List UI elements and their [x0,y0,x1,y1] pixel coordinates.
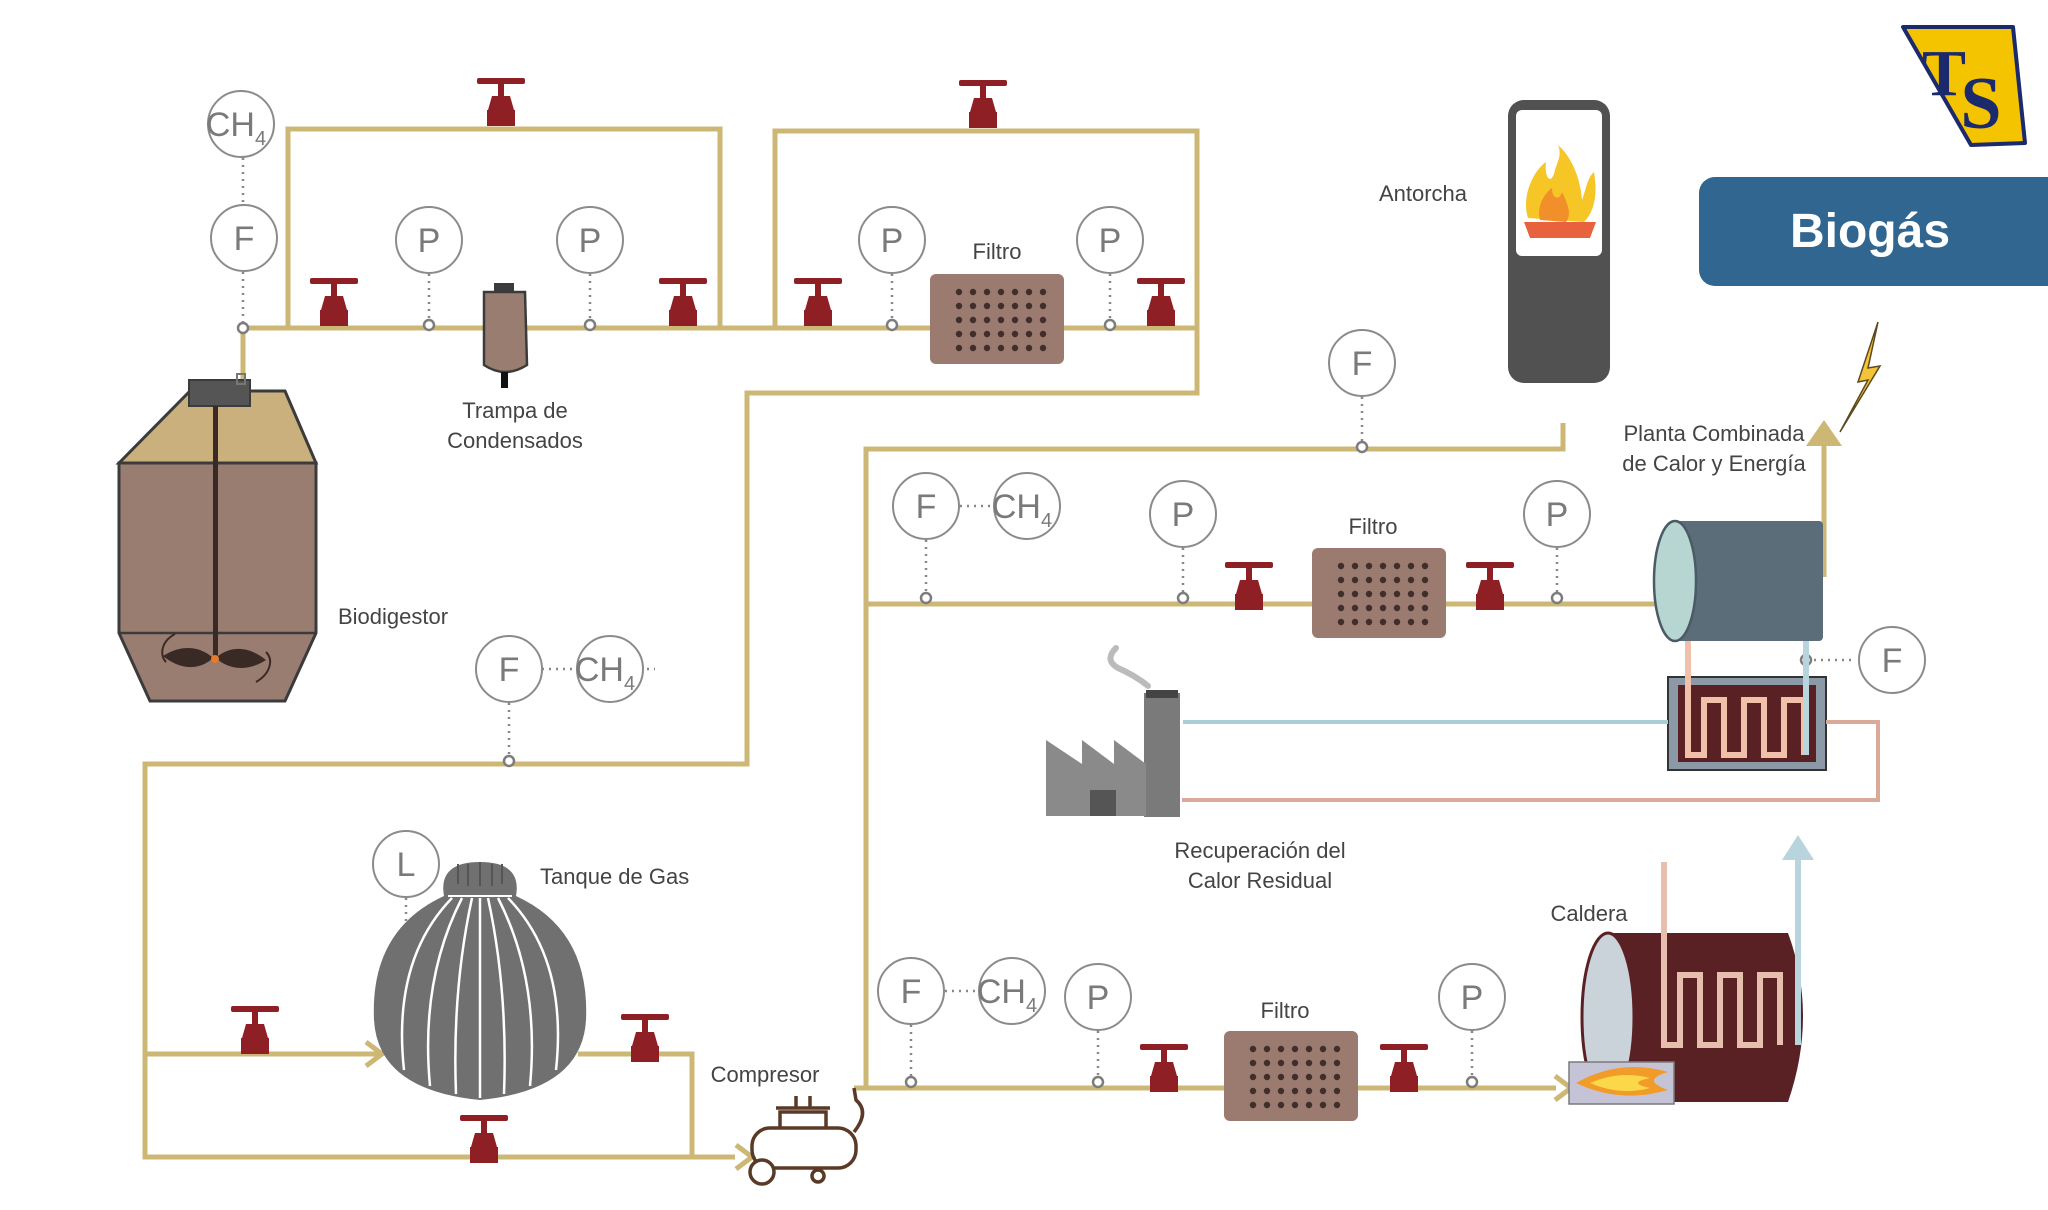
pressure-sensor-label: P [1099,222,1122,260]
heat-exchanger [1667,641,1827,771]
valve[interactable] [1137,278,1185,326]
svg-text:T: T [1922,37,1966,110]
level-sensor-label: L [397,846,416,884]
valve[interactable] [1380,1044,1428,1092]
factory-icon [1046,645,1180,817]
filter-3-label: Filtro [1261,998,1310,1023]
pressure-sensor-label: P [881,222,904,260]
torch [1508,100,1610,383]
flow-sensor-label: F [1882,642,1903,680]
heat-recovery-label-line2: Calor Residual [1188,868,1332,893]
condensate-trap [482,283,529,388]
instruments: CH4 F P P P P F CH4 F [206,90,1926,1089]
condensate-trap-label-line2: Condensados [447,428,583,453]
electricity-icon [1839,321,1882,433]
pressure-sensor-label: P [1172,496,1195,534]
flow-sensor-label: F [499,651,520,689]
flow-sensor-label: F [901,973,922,1011]
flow-sensor-label: F [1352,345,1373,383]
pressure-sensor-label: P [1461,979,1484,1017]
boiler [1568,835,1814,1105]
biodigester-label: Biodigestor [338,604,448,629]
methane-sensor-label: CH4 [206,106,266,150]
flow-sensor-label: F [234,220,255,258]
biodigester [115,373,319,703]
condensate-trap-label-line1: Trampa de [462,398,568,423]
boiler-label: Caldera [1550,901,1628,926]
methane-sensor-label: CH4 [977,973,1037,1017]
compressor-label: Compresor [711,1062,820,1087]
pressure-sensor-label: P [418,222,441,260]
heat-recovery-label-line1: Recuperación del [1174,838,1345,863]
chp-label-line2: de Calor y Energía [1622,451,1806,476]
ts-logo: T S [1901,25,2027,147]
flow-sensor-label: F [916,488,937,526]
svg-text:S: S [1960,63,2001,145]
valve[interactable] [1140,1044,1188,1092]
gas-tank-label: Tanque de Gas [540,864,689,889]
gas-pipes [142,126,1827,1160]
pressure-sensor-label: P [1087,979,1110,1017]
valve-bypass-2[interactable] [959,80,1007,128]
valve-bypass-1[interactable] [477,78,525,126]
chp-label-line1: Planta Combinada [1623,421,1805,446]
valve[interactable] [794,278,842,326]
pressure-sensor-label: P [579,222,602,260]
valve[interactable] [310,278,358,326]
filter-1 [930,274,1064,364]
filter-3 [1224,1031,1358,1121]
filter-1-label: Filtro [973,239,1022,264]
filter-2-label: Filtro [1349,514,1398,539]
valve[interactable] [659,278,707,326]
gas-tank [373,862,587,1100]
methane-sensor-label: CH4 [575,651,635,695]
chp-generator [1652,519,1823,643]
valve[interactable] [231,1006,279,1054]
pressure-sensor-label: P [1546,496,1569,534]
methane-sensor-label: CH4 [992,488,1052,532]
filter-2 [1312,548,1446,638]
torch-label: Antorcha [1379,181,1468,206]
page-title: Biogás [1699,177,2048,286]
compressor [748,1087,865,1186]
